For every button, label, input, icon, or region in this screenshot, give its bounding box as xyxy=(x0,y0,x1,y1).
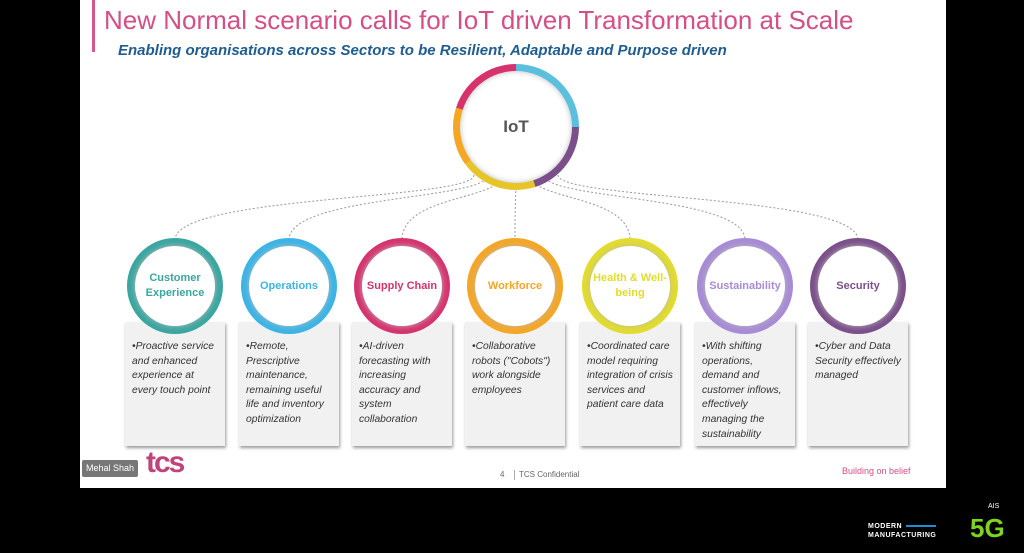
sector-description: •Collaborative robots ("Cobots") work al… xyxy=(465,322,565,446)
sector-ring: Health & Well-being xyxy=(582,238,678,334)
sector-1: Operations•Remote, Prescriptive maintena… xyxy=(239,238,339,446)
iot-hub-label: IoT xyxy=(460,71,572,183)
presenter-name: Mehal Shah xyxy=(82,460,139,477)
sector-ring: Workforce xyxy=(467,238,563,334)
sector-description: •Coordinated care model requiring integr… xyxy=(580,322,680,446)
sector-description: •Cyber and Data Security effectively man… xyxy=(808,322,908,446)
sector-description: •Proactive service and enhanced experien… xyxy=(125,322,225,446)
brand-rule xyxy=(906,525,937,527)
sector-label: Health & Well-being xyxy=(590,246,670,326)
sector-label: Supply Chain xyxy=(362,246,442,326)
sector-label: Operations xyxy=(249,246,329,326)
sector-label: Sustainability xyxy=(705,246,785,326)
ais-label: AIS xyxy=(988,503,1000,510)
connector-line xyxy=(529,174,631,241)
modern-manufacturing-logo: MODERN MANUFACTURING xyxy=(868,522,937,540)
title-accent-bar xyxy=(92,0,95,52)
tagline: Building on belief xyxy=(842,466,911,476)
connector-line xyxy=(288,174,489,241)
slide: New Normal scenario calls for IoT driven… xyxy=(80,0,946,488)
page-number: 4 xyxy=(500,470,505,479)
sector-ring: Security xyxy=(810,238,906,334)
confidential-label: TCS Confidential xyxy=(514,470,579,480)
sector-label: Security xyxy=(818,246,898,326)
sector-3: Workforce•Collaborative robots ("Cobots"… xyxy=(465,238,565,446)
5g-logo: 5G xyxy=(970,513,1005,543)
tcs-logo: tcs xyxy=(146,446,185,479)
slide-title: New Normal scenario calls for IoT driven… xyxy=(104,5,854,35)
brand-line2: MANUFACTURING xyxy=(868,532,937,540)
sector-description: •AI-driven forecasting with increasing a… xyxy=(352,322,452,446)
iot-hub-circle: IoT xyxy=(453,64,579,190)
sector-2: Supply Chain•AI-driven forecasting with … xyxy=(352,238,452,446)
sector-5: Sustainability•With shifting operations,… xyxy=(695,238,795,446)
connector-line xyxy=(401,174,503,241)
connector-line xyxy=(543,174,746,241)
sector-ring: Operations xyxy=(241,238,337,334)
connector-line xyxy=(557,174,859,241)
slide-subtitle: Enabling organisations across Sectors to… xyxy=(118,42,727,59)
sector-ring: Supply Chain xyxy=(354,238,450,334)
brand-line1: MODERN xyxy=(868,523,903,530)
sector-6: Security•Cyber and Data Security effecti… xyxy=(808,238,908,446)
sector-description: •Remote, Prescriptive maintenance, remai… xyxy=(239,322,339,446)
sector-label: Workforce xyxy=(475,246,555,326)
sector-label: Customer Experience xyxy=(135,246,215,326)
sector-ring: Customer Experience xyxy=(127,238,223,334)
sector-description: •With shifting operations, demand and cu… xyxy=(695,322,795,446)
sector-4: Health & Well-being•Coordinated care mod… xyxy=(580,238,680,446)
sector-ring: Sustainability xyxy=(697,238,793,334)
sector-0: Customer Experience•Proactive service an… xyxy=(125,238,225,446)
connector-line xyxy=(174,174,475,241)
